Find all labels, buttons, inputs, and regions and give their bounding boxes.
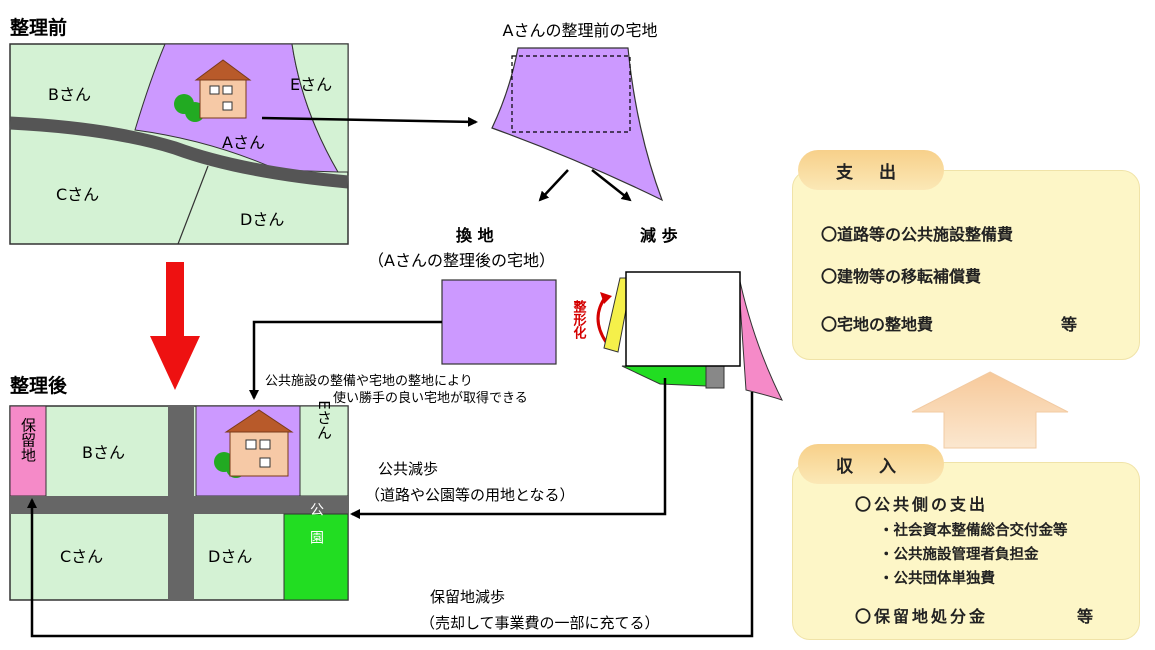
- after-title: 整理後: [10, 374, 68, 397]
- expenditure-item-1: 〇道路等の公共施設整備費: [821, 225, 1014, 244]
- expenditure-etc: 等: [1061, 315, 1078, 334]
- lot-label-c: Cさん: [56, 185, 99, 204]
- expenditure-item-3: 〇宅地の整地費: [821, 315, 934, 334]
- before-map: Bさん Eさん Aさん Cさん Dさん: [9, 43, 349, 245]
- a-lot-before-title: Aさんの整理前の宅地: [503, 21, 658, 40]
- public-genbu-label: 公共減歩: [378, 460, 438, 478]
- income-public-item-2: ・公共施設管理者負担金: [879, 547, 1039, 563]
- genbu-label: 減 歩: [640, 226, 678, 245]
- after-label-e: Eさん: [315, 400, 333, 439]
- income-public-item-3: ・公共団体単独費: [879, 571, 995, 587]
- income-reserve-sale: 〇保留地処分金: [855, 607, 989, 626]
- red-down-arrow: [150, 262, 200, 390]
- house-icon: [214, 409, 294, 478]
- a-lot-before-shape: [491, 47, 664, 202]
- lot-label-a: Aさん: [222, 133, 265, 152]
- kanchi-label: 換 地: [456, 226, 494, 245]
- lot-label-b: Bさん: [48, 85, 91, 104]
- after-label-park: 公園: [308, 502, 324, 558]
- genbu-shape: [603, 271, 783, 401]
- lot-label-d: Dさん: [240, 210, 284, 229]
- after-label-c: Cさん: [60, 547, 103, 566]
- reserve-lot: [9, 405, 47, 497]
- up-arrow: [911, 371, 1069, 449]
- e-lot-before: [291, 43, 349, 173]
- before-title: 整理前: [10, 16, 67, 39]
- public-genbu-sub: （道路や公園等の用地となる）: [365, 486, 575, 504]
- road-before: [9, 116, 349, 189]
- expenditure-title: 支 出: [798, 150, 944, 190]
- lot-label-reserve: 保留地: [19, 418, 37, 463]
- income-etc: 等: [1077, 607, 1094, 626]
- after-label-d: Dさん: [208, 547, 252, 566]
- after-map: 保留地 Bさん Eさん Cさん Dさん 公園: [9, 400, 349, 601]
- income-title: 収 入: [798, 444, 944, 484]
- kanchi-note-1: 公共施設の整備や宅地の整地により: [265, 373, 473, 389]
- a-lot-after-square: [441, 279, 557, 365]
- income-box: 〇公共側の支出 ・社会資本整備総合交付金等 ・公共施設管理者負担金 ・公共団体単…: [792, 462, 1140, 640]
- reserve-genbu-label: 保留地減歩: [430, 588, 505, 606]
- expenditure-box: 〇道路等の公共施設整備費 〇建物等の移転補償費 〇宅地の整地費 等: [792, 170, 1140, 360]
- park-lot: [283, 513, 349, 601]
- reserve-genbu-sub: （売却して事業費の一部に充てる）: [420, 614, 660, 632]
- house-icon: [174, 59, 252, 122]
- after-label-b: Bさん: [82, 443, 125, 462]
- seikeika-label: 整形化: [571, 299, 588, 340]
- road-vertical-after: [168, 406, 194, 600]
- lot-label-e: Eさん: [290, 75, 332, 94]
- kanchi-sub: （Aさんの整理後の宅地）: [368, 251, 555, 270]
- income-public-head: 〇公共側の支出: [855, 495, 989, 514]
- income-public-item-1: ・社会資本整備総合交付金等: [879, 523, 1068, 539]
- expenditure-item-2: 〇建物等の移転補償費: [821, 267, 982, 286]
- kanchi-note-2: 使い勝手の良い宅地が取得できる: [333, 390, 528, 406]
